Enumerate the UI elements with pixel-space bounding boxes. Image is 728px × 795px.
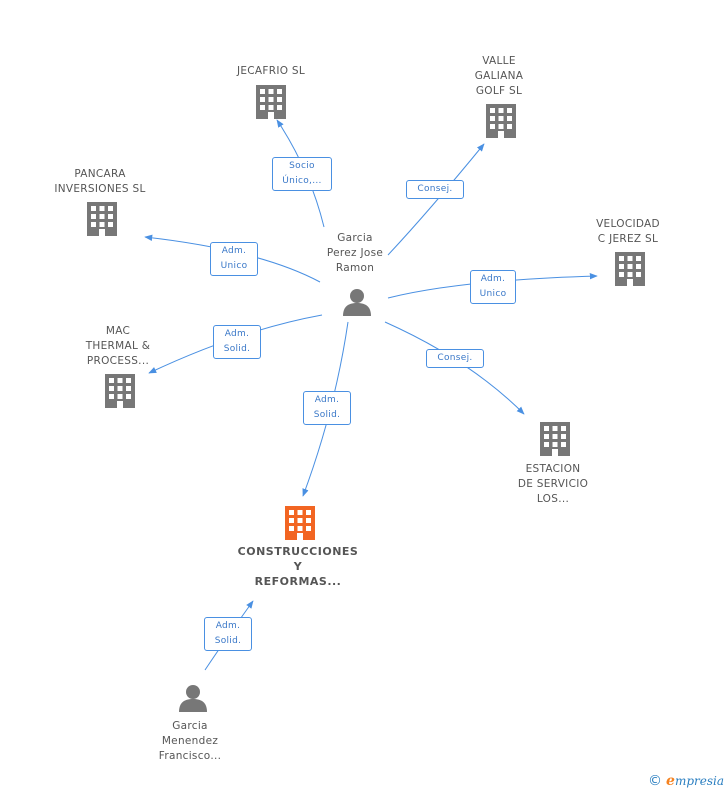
edge-to-estacion [384,321,525,415]
edge-to-valle [387,143,485,256]
edge-label-adm-solid: Adm. Solid. [204,617,252,651]
person-icon[interactable] [343,289,371,316]
person-icon[interactable] [179,685,207,712]
person-label-garcia-menendez[interactable]: Garcia Menendez Francisco... [158,720,222,762]
company-label-pancara[interactable]: PANCARA INVERSIONES SL [54,168,146,195]
company-label-jecafrio[interactable]: JECAFRIO SL [236,65,306,77]
building-icon[interactable] [615,252,645,286]
building-icon[interactable] [87,202,117,236]
edge-label-consej: Consej. [406,180,464,199]
company-label-construcciones[interactable]: CONSTRUCCIONES Y REFORMAS... [237,545,359,588]
company-label-valle-galiana[interactable]: VALLE GALIANA GOLF SL [474,55,524,97]
building-icon[interactable] [285,506,315,540]
building-icon[interactable] [540,422,570,456]
building-icon[interactable] [256,85,286,119]
edge-label-consej: Consej. [426,349,484,368]
building-icon[interactable] [486,104,516,138]
person-label-garcia-perez[interactable]: Garcia Perez Jose Ramon [326,232,384,274]
company-label-velocidad[interactable]: VELOCIDAD C JEREZ SL [596,218,660,245]
company-label-estacion[interactable]: ESTACION DE SERVICIO LOS... [517,463,589,505]
edge-label-adm-unico: Adm. Unico [470,270,516,304]
copyright-icon: © [648,773,663,789]
empresia-logo: ©empresia [648,773,724,789]
company-label-mac-thermal[interactable]: MAC THERMAL & PROCESS... [85,325,151,367]
edge-label-socio-unico: Socio Único,... [272,157,332,191]
building-icon[interactable] [105,374,135,408]
edge-label-adm-solid: Adm. Solid. [303,391,351,425]
edge-label-adm-solid: Adm. Solid. [213,325,261,359]
edge-label-adm-unico: Adm. Unico [210,242,258,276]
